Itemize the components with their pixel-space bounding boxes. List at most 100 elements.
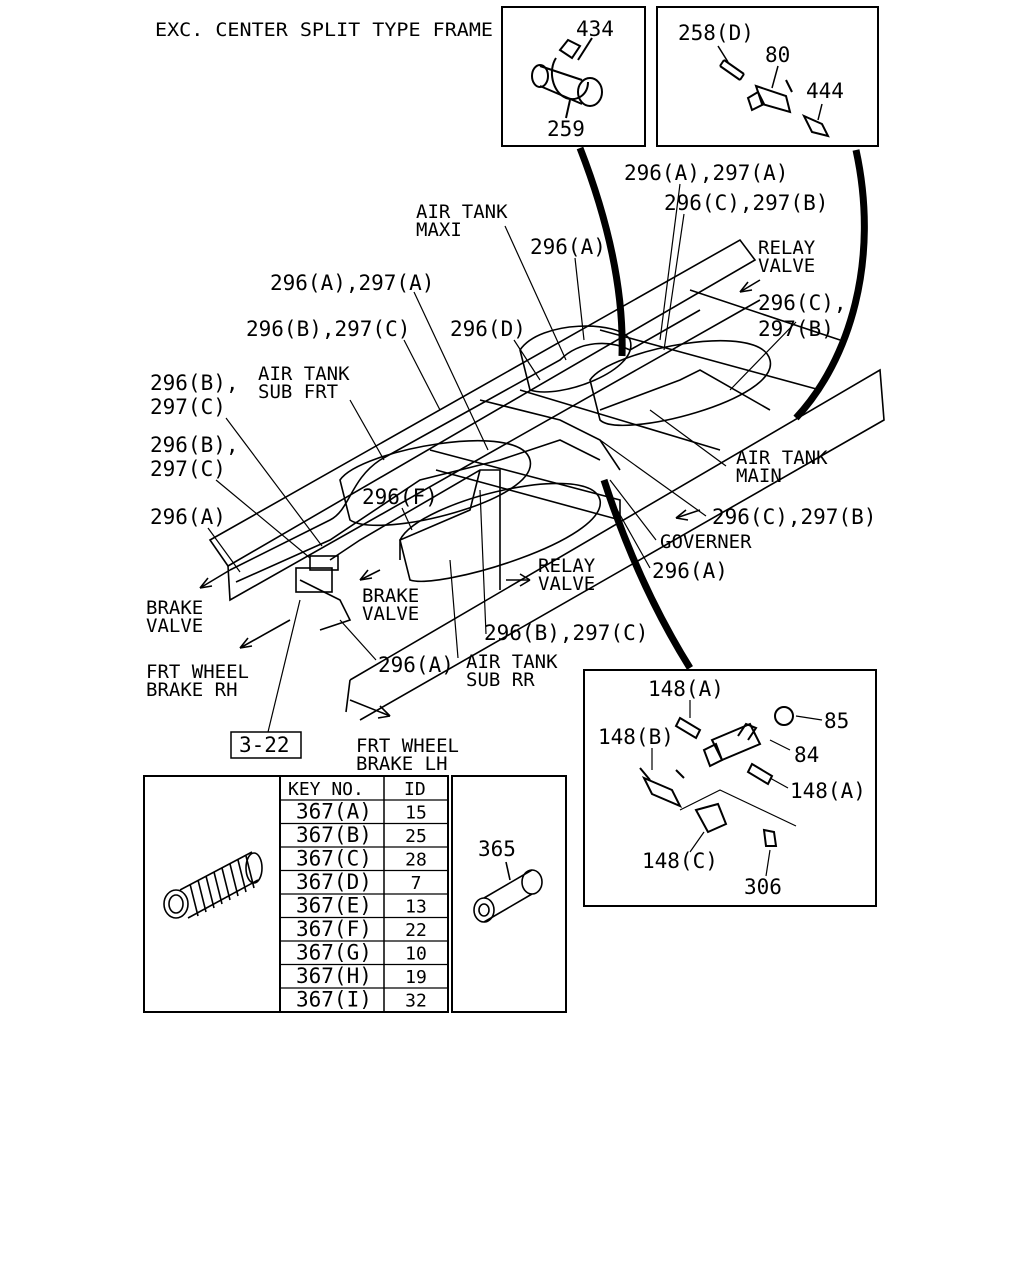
callout-296a-297a-left: 296(A),297(A) — [270, 271, 434, 295]
label-relay-valve-mid-2: VALVE — [538, 573, 595, 595]
part-258d-label: 258(D) — [678, 21, 754, 45]
table-cell-id: 10 — [405, 944, 427, 965]
callout-296b-left-2: 296(B), — [150, 433, 239, 457]
callout-297b-right: 297(B) — [758, 317, 834, 341]
table-row: 367(E) 13 — [296, 894, 427, 918]
label-air-tank-sub-rr-1: AIR TANK — [466, 651, 558, 673]
label-frt-wheel-brake-rh-1: FRT WHEEL — [146, 661, 249, 683]
part-306-label: 306 — [744, 875, 782, 899]
callout-296c-297b-mid: 296(C),297(B) — [712, 505, 876, 529]
label-brake-valve-mid-2: VALVE — [362, 603, 419, 625]
label-frt-wheel-brake-lh-2: BRAKE LH — [356, 753, 448, 775]
callout-296c-right: 296(C), — [758, 291, 847, 315]
table-cell-id: 13 — [405, 897, 427, 918]
inset-clamp: 434 259 — [501, 6, 646, 147]
page-reference[interactable]: 3-22 — [230, 731, 302, 759]
table-cell-key: 367(C) — [296, 847, 372, 871]
callout-296a-297a-top: 296(A),297(A) — [624, 161, 788, 185]
label-air-tank-sub-rr-2: SUB RR — [466, 669, 535, 691]
part-148c-label: 148(C) — [642, 849, 718, 873]
callout-296b-297c-upper: 296(B),297(C) — [246, 317, 410, 341]
sleeve-illustration — [473, 861, 543, 923]
label-brake-valve-left-1: BRAKE — [146, 597, 203, 619]
label-relay-valve-top-2: VALVE — [758, 255, 815, 277]
table-cell-id: 15 — [405, 803, 427, 824]
part-434-label: 434 — [576, 17, 614, 41]
callout-296f: 296(F) — [362, 485, 438, 509]
table-cell-key: 367(F) — [296, 917, 372, 941]
part-148a-right-label: 148(A) — [790, 779, 866, 803]
part-365-label: 365 — [478, 837, 516, 861]
table-row: 367(C) 28 — [296, 847, 427, 871]
fittings-illustration — [639, 706, 794, 847]
callout-296b-left-1: 296(B), — [150, 371, 239, 395]
label-air-tank-main-1: AIR TANK — [736, 447, 828, 469]
label-governer: GOVERNER — [660, 531, 752, 553]
table-row: 367(B) 25 — [296, 823, 427, 847]
part-80-label: 80 — [765, 43, 790, 67]
table-row: 367(I) 32 — [296, 988, 427, 1012]
table-row: 367(F) 22 — [296, 917, 427, 941]
table-row: 367(D) 7 — [296, 870, 421, 894]
corrugated-hose-illustration — [163, 851, 263, 919]
flow-arrows — [199, 279, 761, 719]
part-259-label: 259 — [547, 117, 585, 141]
label-frt-wheel-brake-rh-2: BRAKE RH — [146, 679, 238, 701]
callout-297c-left-2: 297(C) — [150, 457, 226, 481]
part-148b-label: 148(B) — [598, 725, 674, 749]
callout-296d: 296(D) — [450, 317, 526, 341]
table-cell-id: 7 — [411, 873, 422, 894]
callout-296a-governer: 296(A) — [652, 559, 728, 583]
label-air-tank-maxi-1: AIR TANK — [416, 201, 508, 223]
label-brake-valve-mid-1: BRAKE — [362, 585, 419, 607]
frame-drawing — [208, 238, 885, 721]
part-85-label: 85 — [824, 709, 849, 733]
table-cell-id: 28 — [405, 850, 427, 871]
table-cell-key: 367(B) — [296, 823, 372, 847]
table-cell-id: 19 — [405, 967, 427, 988]
callout-297c-left-1: 297(C) — [150, 395, 226, 419]
part-148a-top-label: 148(A) — [648, 677, 724, 701]
label-air-tank-maxi-2: MAXI — [416, 219, 462, 241]
table-cell-id: 22 — [405, 920, 427, 941]
table-row: 367(A) 15 — [296, 800, 427, 824]
label-frt-wheel-brake-lh-1: FRT WHEEL — [356, 735, 459, 757]
table-cell-key: 367(A) — [296, 800, 372, 824]
table-cell-id: 25 — [405, 826, 427, 847]
table-cell-key: 367(H) — [296, 964, 372, 988]
callout-296a-maxi: 296(A) — [530, 235, 606, 259]
tee-illustration — [719, 59, 830, 138]
hose-table-panel: KEY NO. ID 367(A)15367(B)25367(C)28367(D… — [143, 775, 567, 1013]
diagram-title: EXC. CENTER SPLIT TYPE FRAME — [155, 19, 493, 41]
table-row: 367(G) 10 — [296, 941, 427, 965]
label-brake-valve-left-2: VALVE — [146, 615, 203, 637]
label-relay-valve-top-1: RELAY — [758, 237, 816, 259]
label-relay-valve-mid-1: RELAY — [538, 555, 596, 577]
connector-arc-tee — [793, 149, 868, 421]
table-header-id: ID — [404, 779, 426, 800]
connector-arc-clamp — [576, 146, 626, 357]
table-cell-key: 367(G) — [296, 941, 372, 965]
inset-governer-fittings: 148(A) 148(B) 85 84 148(A) 148(C) 306 — [583, 669, 877, 907]
label-air-tank-main-2: MAIN — [736, 465, 782, 487]
page-reference-label: 3-22 — [239, 733, 290, 757]
label-air-tank-sub-frt-1: AIR TANK — [258, 363, 350, 385]
leader-lines — [207, 183, 797, 733]
table-header-key: KEY NO. — [288, 779, 364, 800]
connector-arc-governer — [600, 478, 693, 670]
table-row: 367(H) 19 — [296, 964, 427, 988]
key-table: KEY NO. ID 367(A)15367(B)25367(C)28367(D… — [279, 775, 449, 1013]
table-cell-id: 32 — [405, 991, 427, 1012]
part-84-label: 84 — [794, 743, 819, 767]
table-cell-key: 367(D) — [296, 870, 372, 894]
clamp-illustration — [531, 37, 603, 119]
callout-296a-left: 296(A) — [150, 505, 226, 529]
inset-tee: 258(D) 80 444 — [656, 6, 879, 147]
label-air-tank-sub-frt-2: SUB FRT — [258, 381, 338, 403]
callout-296a-lower: 296(A) — [378, 653, 454, 677]
part-444-label: 444 — [806, 79, 844, 103]
table-cell-key: 367(I) — [296, 988, 372, 1012]
callout-296b-297c-lower: 296(B),297(C) — [484, 621, 648, 645]
table-cell-key: 367(E) — [296, 894, 372, 918]
